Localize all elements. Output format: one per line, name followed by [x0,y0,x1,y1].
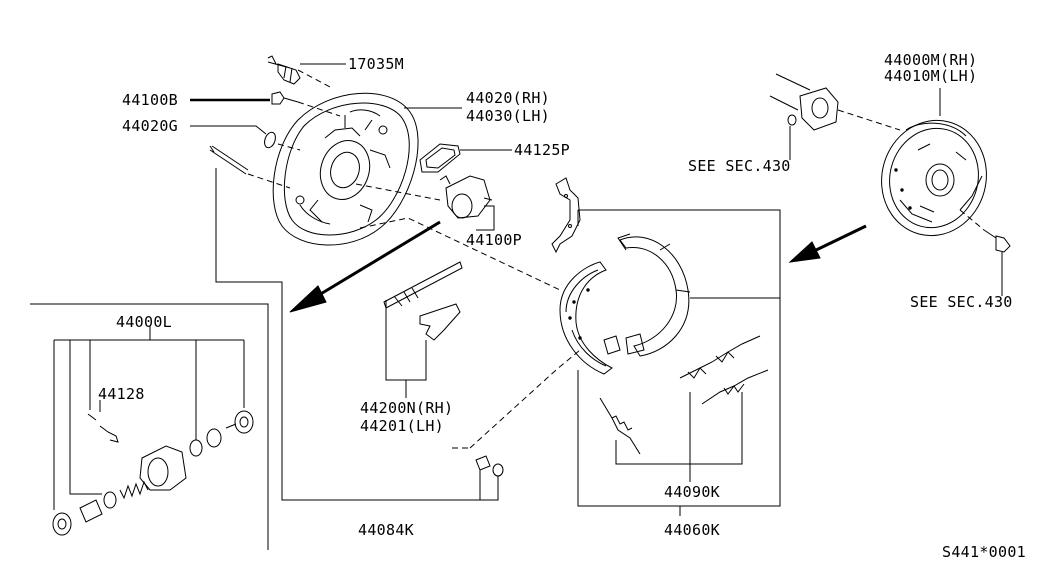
label-44020rh: 44020(RH) [466,89,550,107]
stud-bolt-17035m [267,55,301,85]
brake-drum-assembly [881,119,987,237]
label-44000l: 44000L [116,313,172,331]
wheel-cylinder-kit-parts [52,410,254,536]
hub-cover [769,73,839,131]
brake-shoes [559,233,691,375]
label-44128: 44128 [98,385,145,403]
right-alignment-lines [837,109,985,231]
leader-lines [190,63,1003,296]
bolt-right [983,229,1011,253]
label-44201: 44201(LH) [360,417,444,435]
parking-lever [551,177,581,254]
label-44010mlh: 44010M(LH) [884,67,978,85]
direction-arrow-left [289,220,441,313]
label-see-sec-430-right: SEE SEC.430 [910,293,1013,311]
adjuster-44200n [383,261,463,341]
label-44020g: 44020G [122,117,178,135]
alignment-lines [247,69,581,449]
label-44100p: 44100P [466,231,522,249]
gasket-44125p [419,143,461,173]
kit-44000l-brackets [53,326,245,510]
kit-frame [30,168,781,550]
label-44030lh: 44030(LH) [466,107,550,125]
label-44200n: 44200N(RH) [360,399,454,417]
springs-44090k [599,335,769,455]
backing-plate [272,92,419,246]
label-17035m: 17035M [348,55,404,73]
label-see-sec-430-top: SEE SEC.430 [688,157,791,175]
wheel-cylinder-44100p [439,175,493,219]
washer-44020g [264,131,276,149]
label-44090k: 44090K [664,483,720,501]
pin-rod [209,145,249,175]
label-44060k: 44060K [664,521,720,539]
direction-arrow-right [788,224,867,263]
label-44000mrh: 44000M(RH) [884,51,978,69]
label-44084k: 44084K [358,521,414,539]
bolt-44100b [271,91,299,105]
label-44125p: 44125P [514,141,570,159]
label-44100b: 44100B [122,91,178,109]
label-figure-code: S441*0001 [942,543,1026,561]
